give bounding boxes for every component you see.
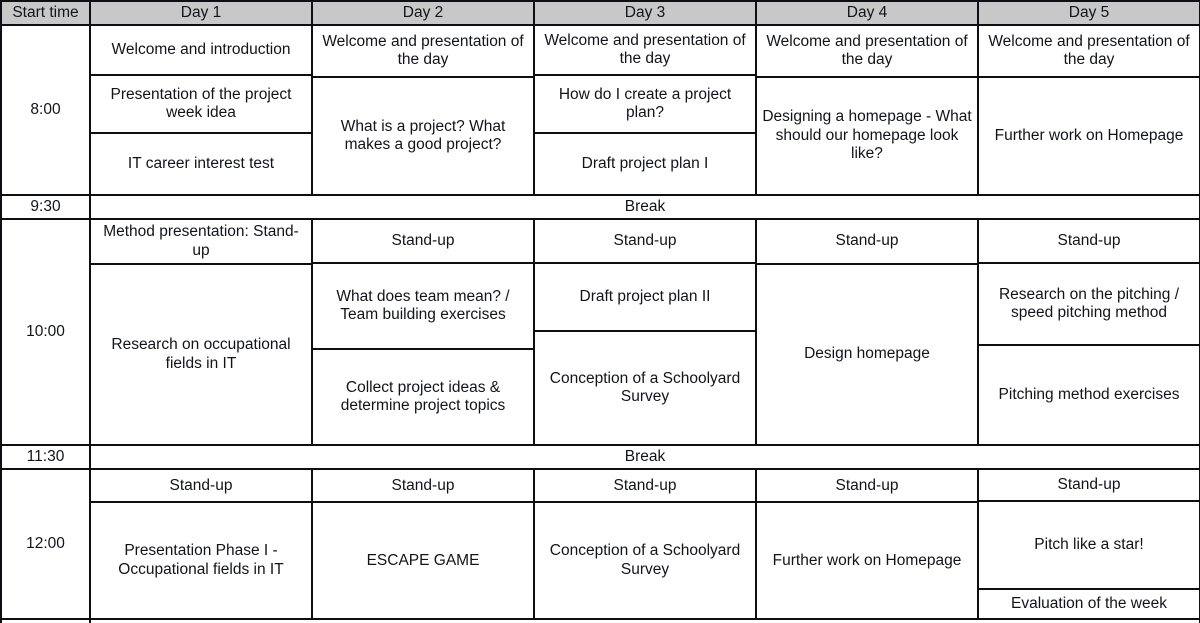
session-item: Presentation Phase I - Occupational fiel… xyxy=(118,542,284,578)
session-item: Presentation of the project week idea xyxy=(91,75,311,134)
cell-day5-0800: Welcome and presentation of the day Furt… xyxy=(977,24,1200,196)
cell-day1-0800: Welcome and introduction Presentation of… xyxy=(89,24,313,196)
session-item: Stand-up xyxy=(757,470,977,504)
session-item: ESCAPE GAME xyxy=(366,551,480,569)
session-item: How do I create a project plan? xyxy=(535,75,755,134)
session-item: Further work on Homepage xyxy=(994,126,1184,144)
session-item: Evaluation of the week xyxy=(1011,594,1167,612)
session-item: Stand-up xyxy=(91,470,311,504)
session-item: Pitching method exercises xyxy=(998,385,1180,403)
session-item: Draft project plan I xyxy=(581,154,709,172)
session-item: Method presentation: Stand-up xyxy=(91,220,311,266)
time-label-1000: 10:00 xyxy=(0,218,91,446)
schedule-band-1130-break: 11:30 Break xyxy=(0,444,1200,470)
break-row-morning: Break xyxy=(89,194,1200,220)
session-item: Further work on Homepage xyxy=(772,551,962,569)
column-header-day-2: Day 2 xyxy=(311,0,535,26)
schedule-band-1200: 12:00 Stand-up Presentation Phase I - Oc… xyxy=(0,468,1200,620)
cell-day4-1000: Stand-up Design homepage xyxy=(755,218,979,446)
session-item: Pitch like a star! xyxy=(979,501,1199,590)
session-item: What does team mean? / Team building exe… xyxy=(313,263,533,350)
column-header-day-5: Day 5 xyxy=(977,0,1200,26)
session-item: What is a project? What makes a good pro… xyxy=(340,117,506,153)
final-round-row: Reflection of the day / final round xyxy=(89,618,1200,623)
column-header-day-4: Day 4 xyxy=(755,0,979,26)
session-item: Welcome and presentation of the day xyxy=(535,26,755,76)
session-item: Welcome and presentation of the day xyxy=(757,26,977,78)
cell-day3-1000: Stand-up Draft project plan II Conceptio… xyxy=(533,218,757,446)
session-item: Welcome and presentation of the day xyxy=(979,26,1199,78)
session-item: Conception of a Schoolyard Survey xyxy=(549,542,741,578)
session-item: Designing a homepage - What should our h… xyxy=(762,108,972,163)
session-item: Stand-up xyxy=(979,470,1199,502)
cell-day2-0800: Welcome and presentation of the day What… xyxy=(311,24,535,196)
time-label-1315: 13:15 xyxy=(0,618,91,623)
cell-day3-0800: Welcome and presentation of the day How … xyxy=(533,24,757,196)
session-item: Welcome and introduction xyxy=(91,26,311,76)
session-item: Research on occupational fields in IT xyxy=(111,336,291,372)
session-item: Conception of a Schoolyard Survey xyxy=(549,369,741,405)
schedule-band-0930-break: 9:30 Break xyxy=(0,194,1200,220)
cell-day5-1200: Stand-up Pitch like a star! Evaluation o… xyxy=(977,468,1200,620)
time-label-1130: 11:30 xyxy=(0,444,91,470)
session-item: Research on the pitching / speed pitchin… xyxy=(979,263,1199,346)
schedule-band-1000: 10:00 Method presentation: Stand-up Rese… xyxy=(0,218,1200,446)
session-item: Stand-up xyxy=(757,220,977,266)
cell-day4-0800: Welcome and presentation of the day Desi… xyxy=(755,24,979,196)
session-item: Welcome and presentation of the day xyxy=(313,26,533,78)
session-item: Design homepage xyxy=(804,345,930,363)
column-header-start-time: Start time xyxy=(0,0,91,26)
cell-day1-1200: Stand-up Presentation Phase I - Occupati… xyxy=(89,468,313,620)
cell-day1-1000: Method presentation: Stand-up Research o… xyxy=(89,218,313,446)
time-label-0930: 9:30 xyxy=(0,194,91,220)
cell-day2-1000: Stand-up What does team mean? / Team bui… xyxy=(311,218,535,446)
session-item: Stand-up xyxy=(535,220,755,264)
cell-day4-1200: Stand-up Further work on Homepage xyxy=(755,468,979,620)
column-header-day-1: Day 1 xyxy=(89,0,313,26)
schedule-band-0800: 8:00 Welcome and introduction Presentati… xyxy=(0,24,1200,196)
session-item: Collect project ideas & determine projec… xyxy=(340,378,506,414)
session-item: Stand-up xyxy=(979,220,1199,264)
session-item: Draft project plan II xyxy=(535,263,755,332)
table-header-row: Start time Day 1 Day 2 Day 3 Day 4 Day 5 xyxy=(0,0,1200,26)
cell-day3-1200: Stand-up Conception of a Schoolyard Surv… xyxy=(533,468,757,620)
break-row-midday: Break xyxy=(89,444,1200,470)
cell-day2-1200: Stand-up ESCAPE GAME xyxy=(311,468,535,620)
session-item: Stand-up xyxy=(313,470,533,504)
cell-day5-1000: Stand-up Research on the pitching / spee… xyxy=(977,218,1200,446)
time-label-0800: 8:00 xyxy=(0,24,91,196)
session-item: IT career interest test xyxy=(127,154,275,172)
schedule-band-1315: 13:15 Reflection of the day / final roun… xyxy=(0,618,1200,623)
time-label-1200: 12:00 xyxy=(0,468,91,620)
session-item: Stand-up xyxy=(313,220,533,264)
column-header-day-3: Day 3 xyxy=(533,0,757,26)
session-item: Stand-up xyxy=(535,470,755,504)
